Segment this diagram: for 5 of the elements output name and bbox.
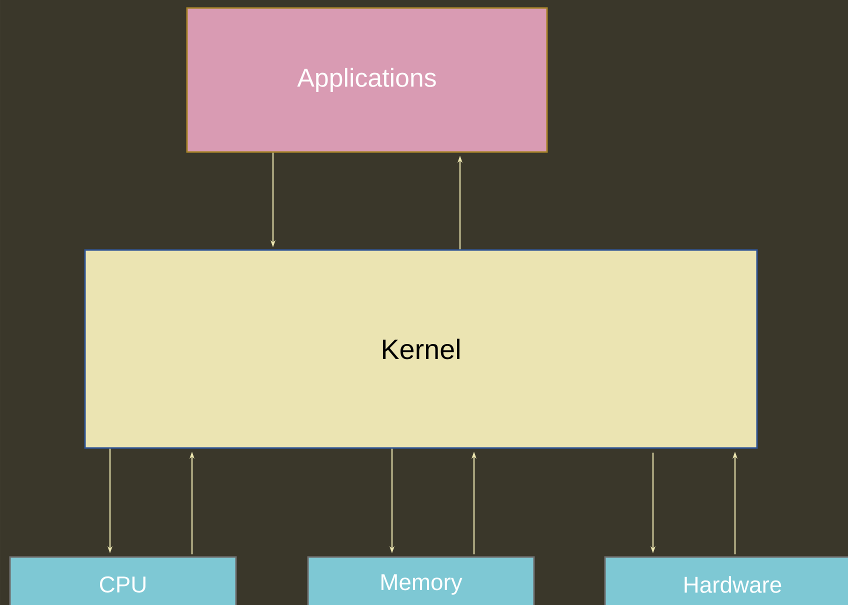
process-box: Applications xyxy=(186,7,548,153)
process-box: Hardware xyxy=(604,556,848,605)
process-box: CPU xyxy=(9,556,237,605)
process-box: Memory xyxy=(307,556,535,605)
process-box: Kernel xyxy=(84,249,758,449)
